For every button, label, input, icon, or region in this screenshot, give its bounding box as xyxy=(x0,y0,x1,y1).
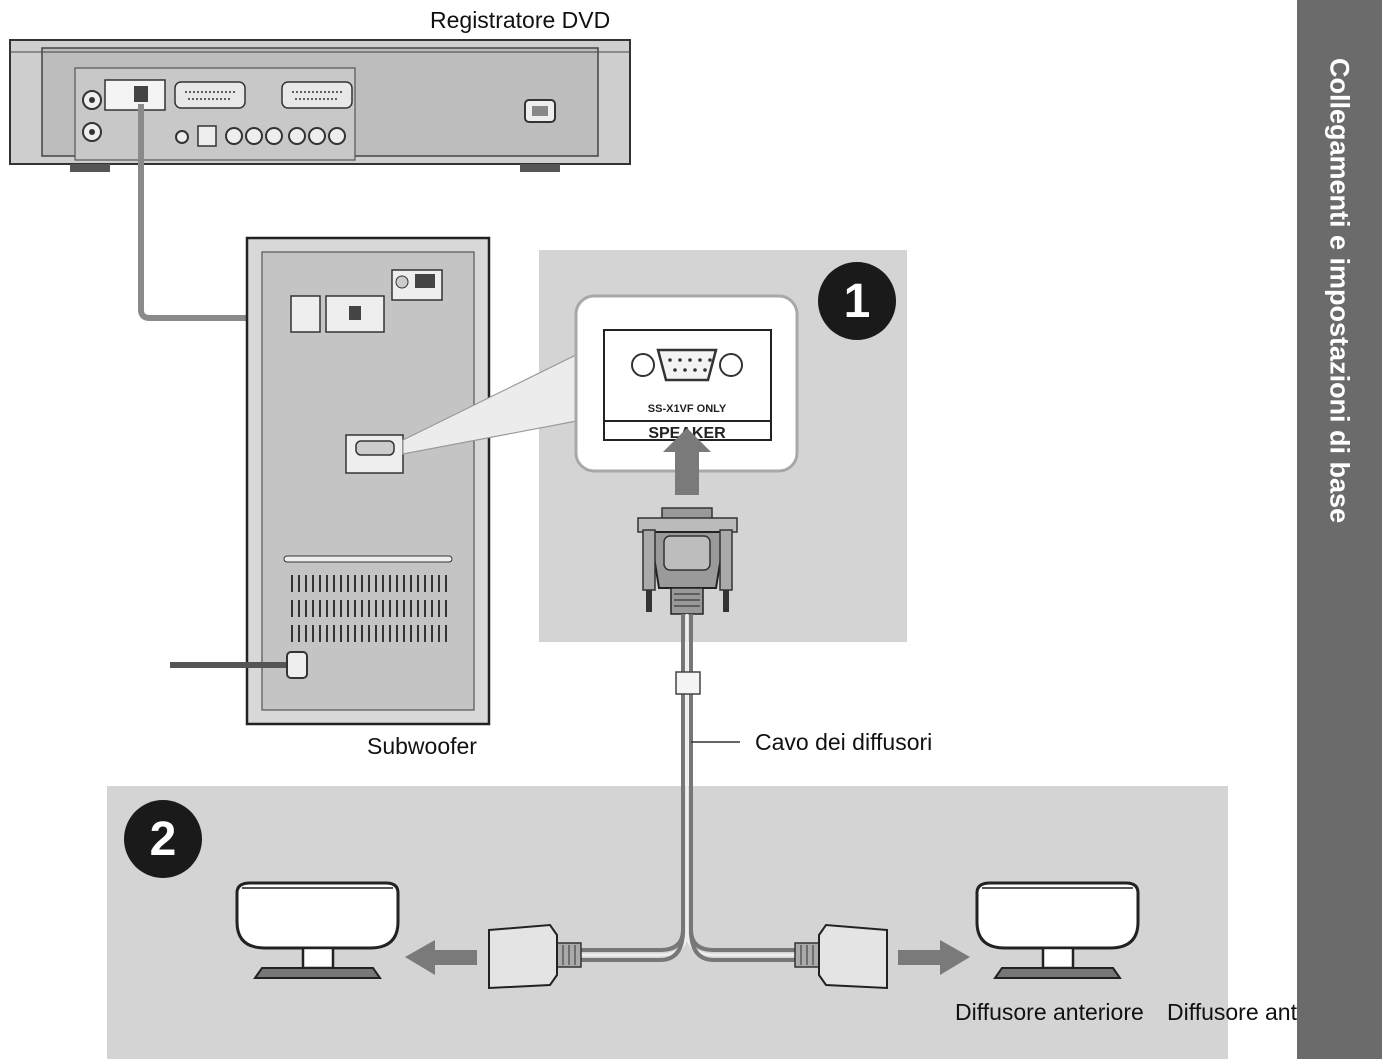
subwoofer-label: Subwoofer xyxy=(367,733,477,759)
section-side-tab xyxy=(1297,0,1382,1059)
step-two-badge: 2 xyxy=(124,800,202,878)
speaker-cable xyxy=(580,614,796,962)
step-one-badge: 1 xyxy=(818,262,896,340)
right-speaker-plug xyxy=(794,923,888,990)
subwoofer-back-panel xyxy=(170,236,491,726)
dvd-recorder-label: Registratore DVD xyxy=(430,7,611,33)
left-speaker-plug xyxy=(488,923,582,990)
right-front-speaker xyxy=(975,881,1140,979)
model-text: SS-X1VF ONLY xyxy=(648,403,727,415)
speaker-cable-label: Cavo dei diffusori xyxy=(755,729,933,755)
dvd-recorder-back-panel xyxy=(9,39,631,172)
section-side-tab-title: Collegamenti e impostazioni di base xyxy=(1324,58,1355,524)
front-speaker-left-label: Diffusore anteriore xyxy=(955,999,1144,1025)
left-front-speaker xyxy=(235,881,400,979)
speaker-cable-plug xyxy=(637,507,738,615)
